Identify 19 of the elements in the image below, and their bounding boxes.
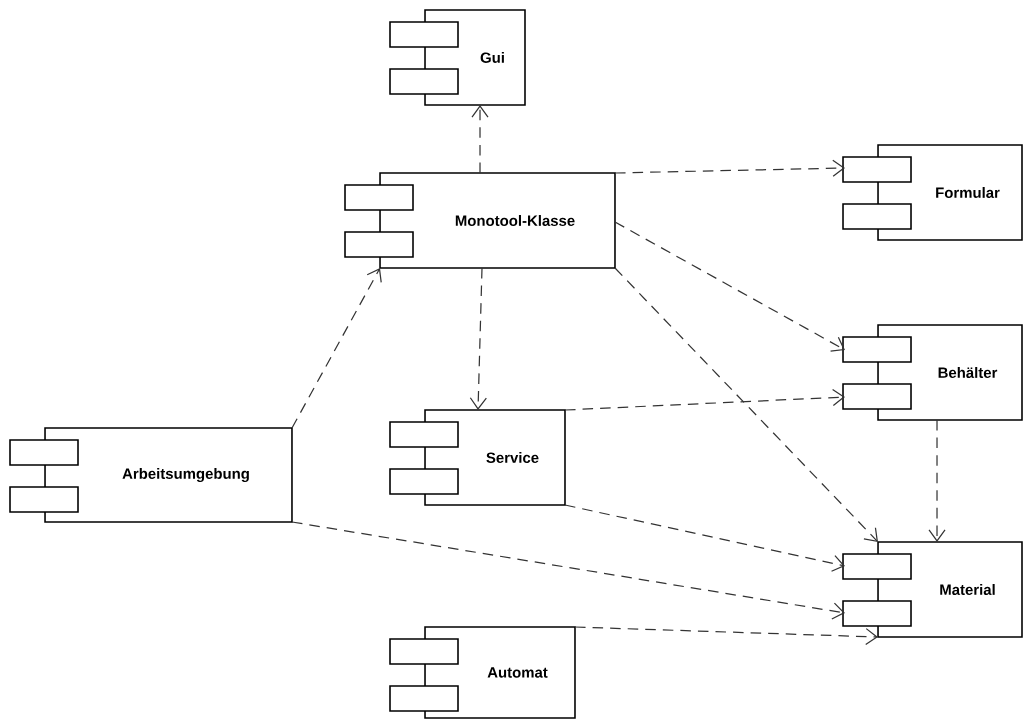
dependency-arrow (469, 267, 487, 410)
dependency-arrow (564, 388, 845, 411)
dependency-arrow (928, 419, 946, 542)
component-box: Behälter (842, 324, 1023, 421)
component-box: Material (842, 541, 1023, 638)
dependency-arrow (614, 159, 845, 177)
component-box: Service (389, 409, 566, 506)
component-box: Monotool-Klasse (344, 172, 616, 269)
component-box: Arbeitsumgebung (9, 427, 293, 523)
dependency-arrow (291, 268, 382, 429)
dependency-arrow (614, 221, 845, 352)
dependency-arrow (291, 521, 845, 620)
dependency-arrow (574, 626, 878, 646)
dependency-arrow (614, 267, 878, 542)
component-box: Gui (389, 9, 526, 106)
component-box: Formular (842, 144, 1023, 241)
component-box: Automat (389, 626, 576, 719)
dependency-arrow (471, 105, 489, 174)
dependency-arrow (564, 504, 845, 572)
